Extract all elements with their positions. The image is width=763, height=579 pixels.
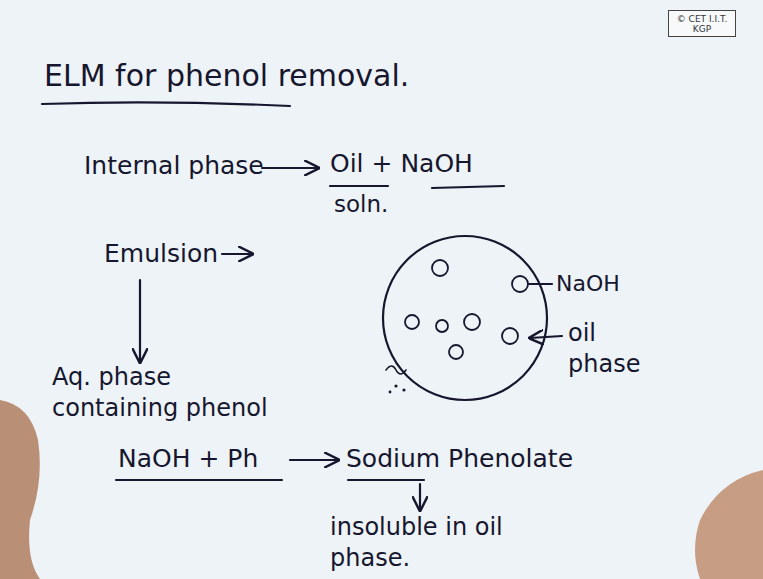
- handwritten-note: NaOH: [556, 270, 620, 299]
- stamp-text: © CET I.I.T. KGP: [673, 14, 731, 35]
- handwritten-note: Oil + NaOH: [330, 148, 473, 181]
- arrow: [139, 280, 141, 362]
- hand: [695, 470, 763, 579]
- arrow: [290, 459, 338, 461]
- arrow: [262, 167, 318, 169]
- arrow: [530, 336, 562, 338]
- underline: [432, 186, 504, 188]
- arrow: [222, 253, 252, 255]
- underline: [330, 185, 388, 187]
- underline: [348, 479, 424, 481]
- handwritten-note: insoluble in oil phase.: [330, 512, 560, 574]
- handwritten-note: Emulsion: [104, 238, 218, 271]
- squiggle: [386, 366, 406, 374]
- handwritten-note: NaOH + Ph: [118, 443, 258, 476]
- internal-droplets: [405, 260, 528, 359]
- underline: [116, 479, 282, 481]
- handwritten-note: soln.: [334, 190, 388, 220]
- handwritten-note: Aq. phase containing phenol: [52, 362, 292, 424]
- underline: [42, 102, 290, 106]
- dots: [389, 384, 406, 393]
- title: ELM for phenol removal.: [44, 56, 409, 95]
- handwritten-note: Internal phase: [84, 150, 264, 183]
- handwritten-note: Sodium Phenolate: [346, 443, 573, 476]
- arrow: [419, 484, 421, 510]
- handwritten-note: oil phase: [568, 318, 640, 380]
- copyright-stamp: © CET I.I.T. KGP: [668, 10, 736, 37]
- hand: [0, 400, 40, 579]
- emulsion-globule: [383, 236, 547, 400]
- leader-line: [529, 283, 552, 285]
